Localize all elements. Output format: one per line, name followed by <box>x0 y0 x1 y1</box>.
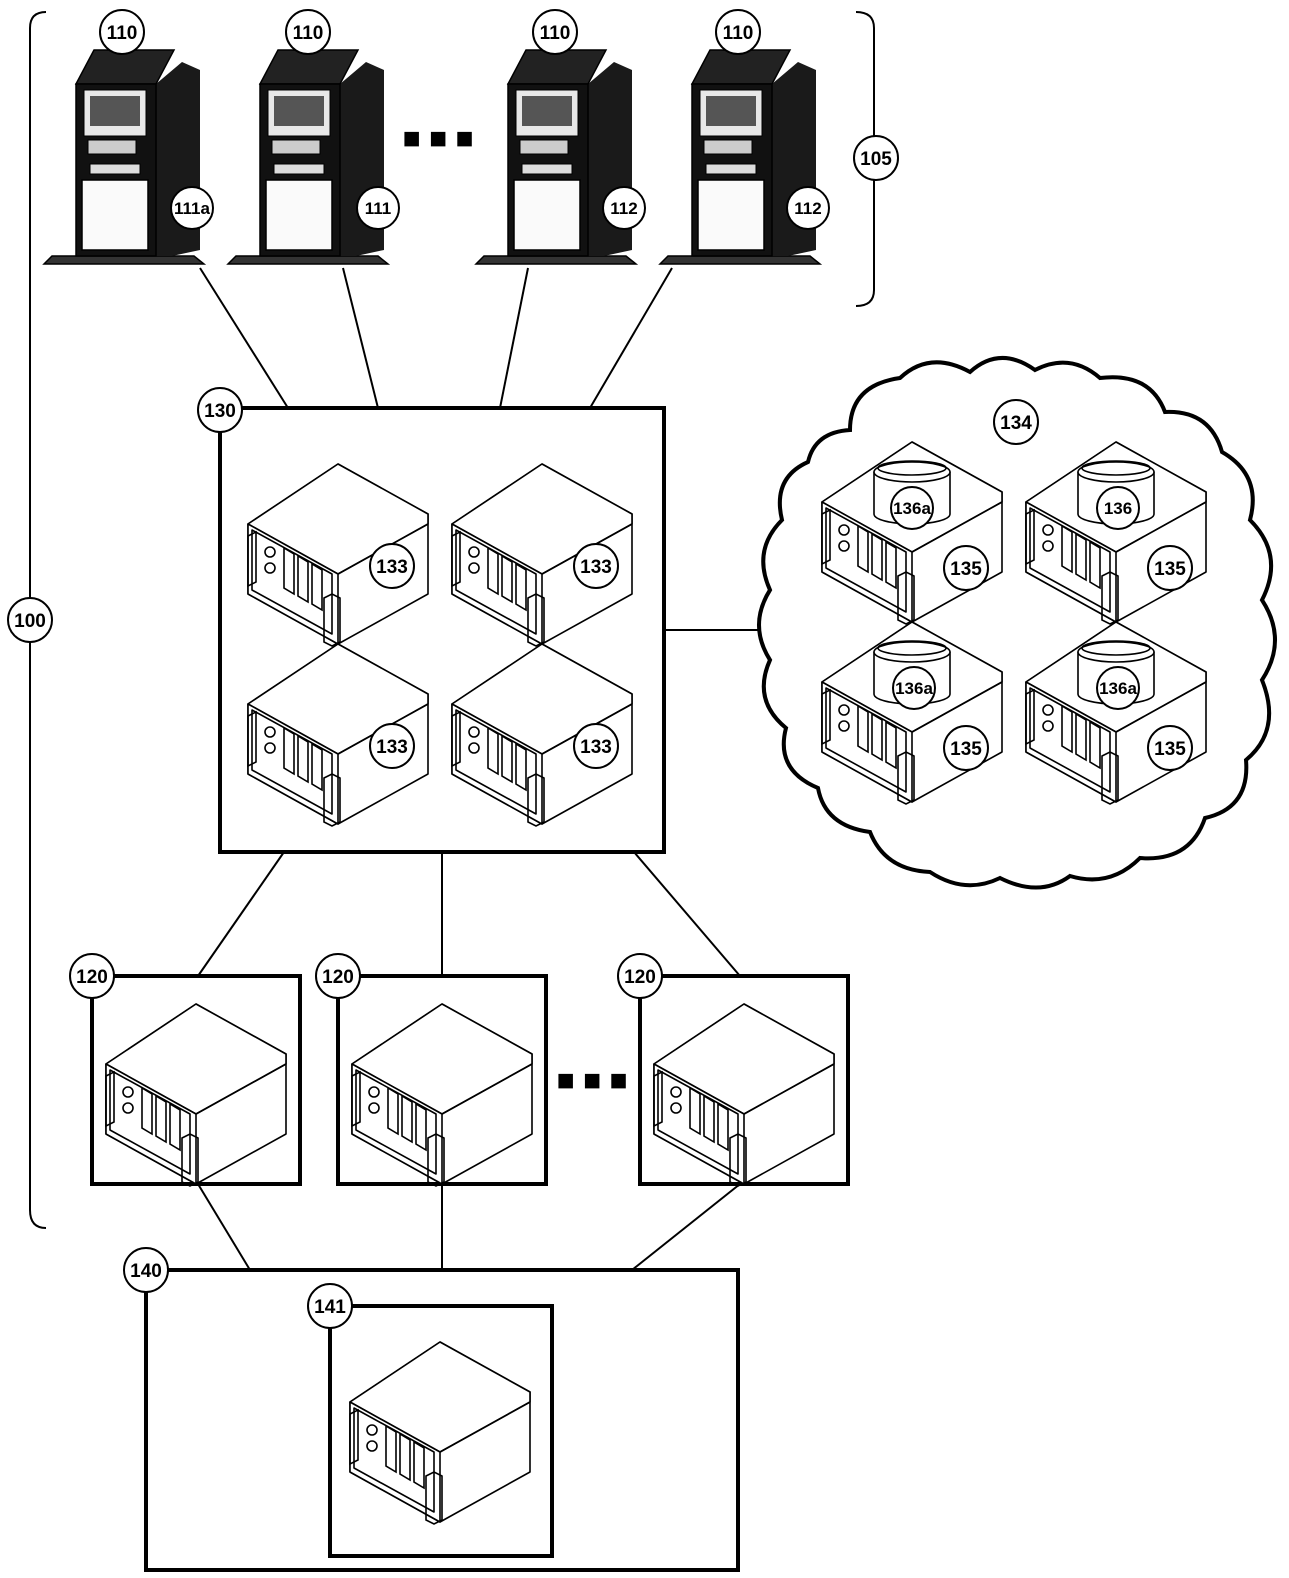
regional-node-1-label: 120 <box>76 967 108 988</box>
kiosk-c-sub-label: 112 <box>610 199 637 218</box>
cloud-server-1: 136a 135 <box>821 441 1003 625</box>
central-server-1-label: 133 <box>376 557 408 578</box>
external-box <box>144 1268 740 1572</box>
regional-connections <box>197 851 741 977</box>
kiosk-a-label: 110 <box>107 23 138 44</box>
regional-node-2: 120 <box>315 953 548 1187</box>
external-server: 141 <box>307 1283 554 1558</box>
kiosk-group-label: 105 <box>860 149 892 170</box>
kiosk-c: 110 112 <box>475 9 646 265</box>
kiosk-group-label-callout: 105 <box>853 135 899 181</box>
cloud-server-4: 136a 135 <box>1025 621 1207 805</box>
system-label-callout: 100 <box>7 597 53 643</box>
kiosk-a-sub-label: 111a <box>174 199 210 218</box>
kiosk-b-label: 110 <box>293 23 324 44</box>
central-server-2: 133 <box>451 463 633 647</box>
central-server-4-label: 133 <box>580 737 612 758</box>
kiosk-d-label: 110 <box>723 23 754 44</box>
central-server-3: 133 <box>247 643 429 827</box>
central-server-2-label: 133 <box>580 557 612 578</box>
cloud-label: 134 <box>1000 413 1032 434</box>
cloud-server-2-label: 135 <box>1154 559 1186 580</box>
database-3-label: 136a <box>895 679 933 698</box>
cloud-server-1-label: 135 <box>950 559 982 580</box>
kiosk-c-label: 110 <box>540 23 571 44</box>
database-4-label: 136a <box>1099 679 1137 698</box>
kiosk-connections <box>199 267 673 409</box>
kiosk-b-sub-label: 111 <box>365 199 392 218</box>
regional-node-2-label: 120 <box>322 967 354 988</box>
kiosk-d-sub-label: 112 <box>794 199 821 218</box>
central-server-1: 133 <box>247 463 429 647</box>
central-server-3-label: 133 <box>376 737 408 758</box>
external-box-label: 140 <box>130 1261 162 1282</box>
system-label: 100 <box>14 611 46 632</box>
cloud-server-2: 136 135 <box>1025 441 1207 625</box>
kiosk-b: 110 111 <box>227 9 400 265</box>
central-box-label: 130 <box>204 401 236 422</box>
central-box-label-callout: 130 <box>197 387 243 433</box>
external-server-label: 141 <box>314 1297 346 1318</box>
cloud-server-4-label: 135 <box>1154 739 1186 760</box>
database-2-label: 136 <box>1104 499 1132 518</box>
regional-node-3: 120 <box>617 953 850 1187</box>
kiosk-ellipsis: ■ ■ ■ <box>402 122 473 155</box>
regional-ellipsis: ■ ■ ■ <box>556 1064 627 1097</box>
regional-node-3-label: 120 <box>624 967 656 988</box>
database-1-label: 136a <box>893 499 931 518</box>
external-connections <box>197 1183 741 1271</box>
kiosk-d: 110 112 <box>659 9 830 265</box>
cloud-server-3-label: 135 <box>950 739 982 760</box>
central-server-4: 133 <box>451 643 633 827</box>
cloud-label-callout: 134 <box>993 399 1039 445</box>
external-box-label-callout: 140 <box>123 1247 169 1293</box>
kiosk-a: 110 111a <box>43 9 214 265</box>
cloud-server-3: 136a 135 <box>821 621 1003 805</box>
regional-node-1: 120 <box>69 953 302 1187</box>
